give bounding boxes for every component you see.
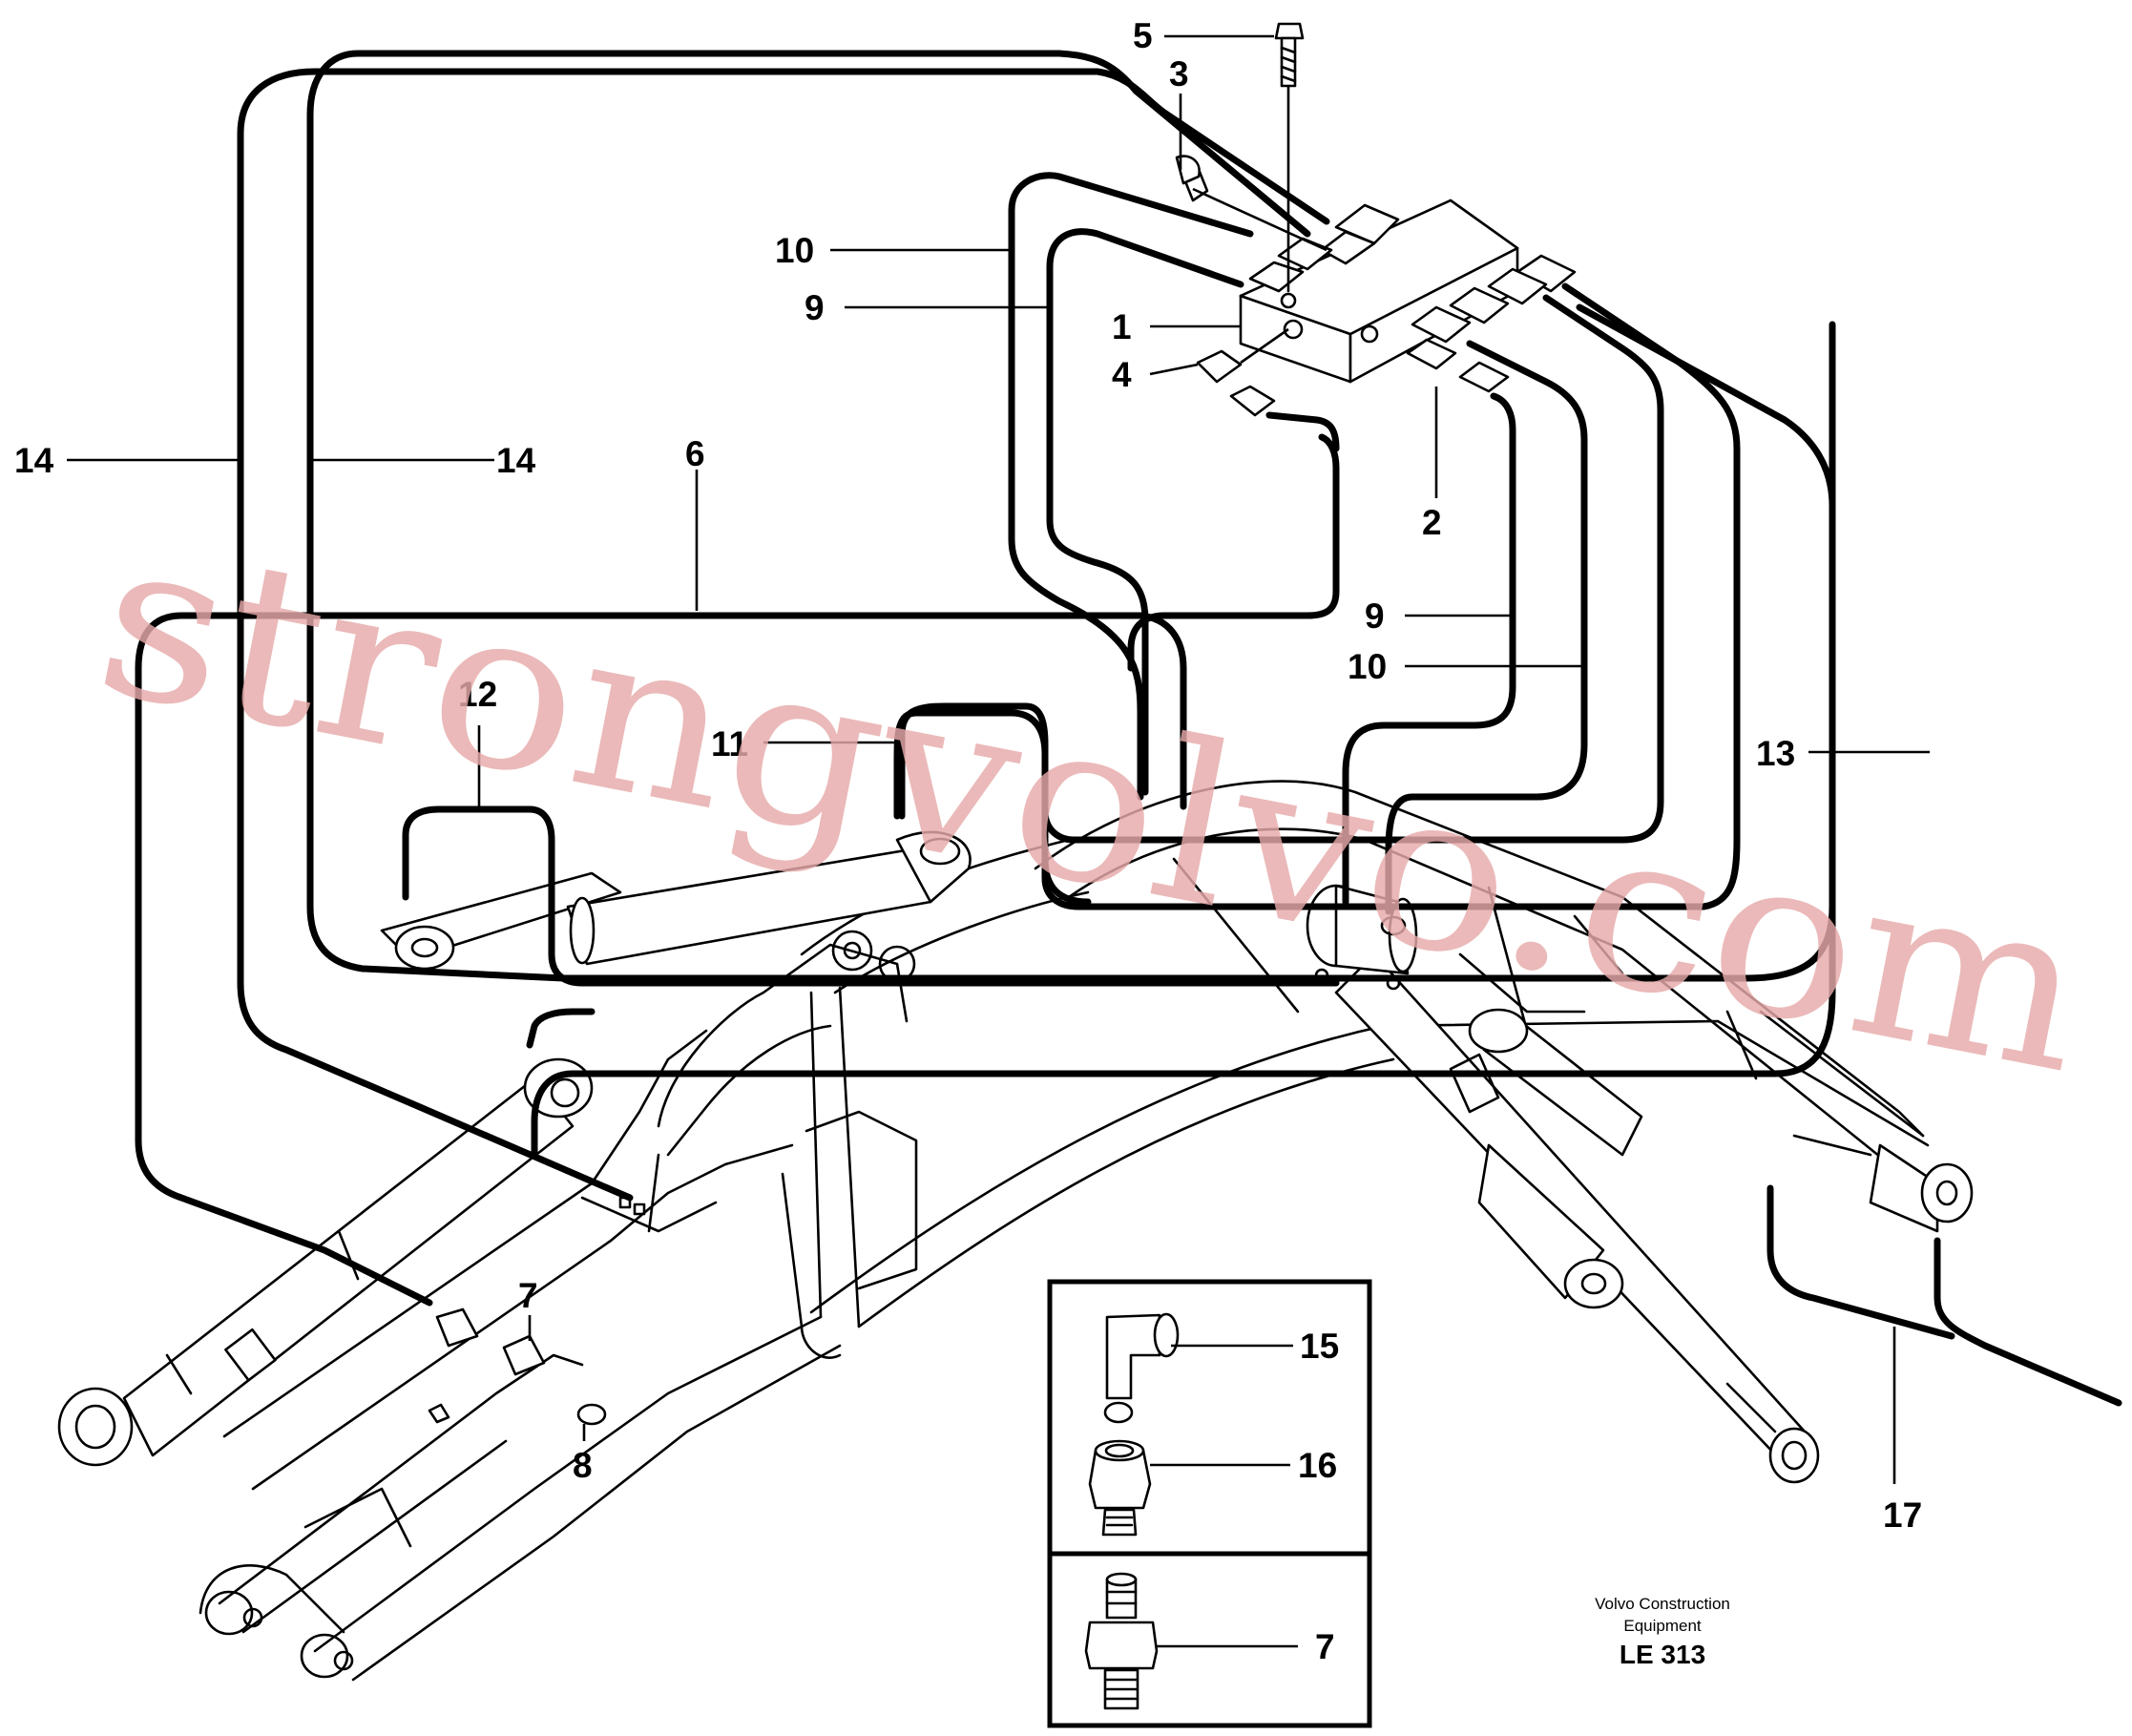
callout-15: 15	[1300, 1327, 1339, 1366]
hose-lower-left	[526, 1008, 596, 1049]
callout-5: 5	[1133, 16, 1153, 55]
right-lift-cylinder	[1334, 952, 1820, 1484]
hose-17b	[1933, 1237, 2122, 1407]
callout-13: 13	[1756, 734, 1795, 773]
lower-left-cylinder	[57, 1057, 594, 1467]
hose-9-left	[1046, 228, 1244, 796]
hose-17	[1766, 1184, 1955, 1340]
callout-10-right: 10	[1348, 647, 1387, 686]
callout-9-left: 9	[805, 288, 825, 327]
hose-12	[402, 805, 1340, 987]
callout-12: 12	[458, 675, 497, 714]
callout-11: 11	[711, 724, 748, 763]
callout-9-right: 9	[1365, 596, 1385, 636]
callout-3: 3	[1169, 54, 1189, 94]
callout-7: 7	[518, 1276, 538, 1315]
callout-8: 8	[573, 1446, 593, 1485]
upper-cylinder	[380, 830, 972, 971]
hoses	[135, 50, 2122, 1407]
detail-inset	[1047, 1279, 1372, 1728]
hose-4	[1265, 411, 1340, 452]
callout-4: 4	[1112, 355, 1132, 394]
watermark: strongvolvo.com	[80, 489, 2105, 1123]
right-boom-end	[1759, 1010, 1974, 1233]
callout-17: 17	[1883, 1495, 1922, 1535]
callout-numbers: 5 3 10 9 1 4 2 14 14 6 9 10 12 11 13 7 8…	[14, 16, 1922, 1666]
hose-14-inner	[306, 50, 1836, 982]
block-fittings	[1175, 155, 1577, 417]
callout-14-right: 14	[496, 441, 536, 480]
hose-10-left	[1008, 172, 1254, 801]
drawing-code: LE 313	[1620, 1640, 1705, 1669]
fittings-7-8	[428, 1307, 607, 1426]
callout-14-left: 14	[14, 441, 54, 480]
callout-10-left: 10	[775, 231, 814, 270]
credit-line-2: Equipment	[1623, 1617, 1702, 1635]
callout-leaders	[67, 34, 1930, 1648]
hose-13	[531, 303, 1836, 1159]
hose-9-right	[1342, 392, 1516, 906]
callout-16: 16	[1298, 1446, 1337, 1485]
callout-6: 6	[685, 434, 705, 473]
callout-7-detail: 7	[1315, 1627, 1335, 1666]
elbow-fitting-15	[1105, 1313, 1161, 1400]
hose-11	[898, 702, 1092, 906]
hose-block-right-2	[1041, 294, 1664, 844]
bolt-5	[1274, 22, 1305, 293]
hose-6	[135, 433, 1340, 1307]
callout-2: 2	[1422, 503, 1442, 542]
credit-line-1: Volvo Construction	[1595, 1595, 1730, 1613]
callout-1: 1	[1112, 307, 1132, 346]
credit-block: Volvo Construction Equipment LE 313	[1595, 1595, 1730, 1669]
hose-10-right	[1385, 340, 1588, 915]
cross-member-block	[1449, 1053, 1500, 1114]
